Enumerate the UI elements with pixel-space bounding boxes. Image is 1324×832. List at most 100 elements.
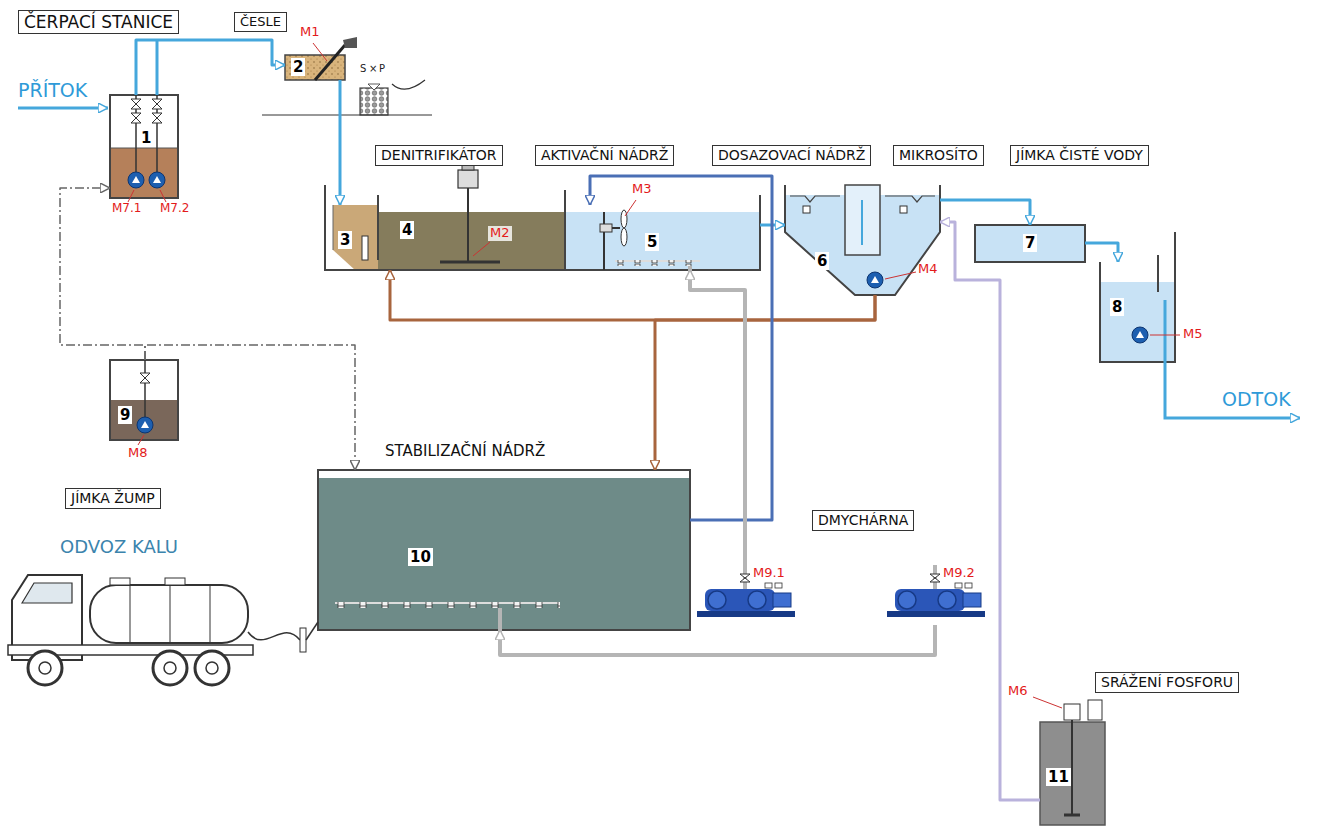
pump-symbol: [128, 172, 144, 188]
sludge-truck: [110, 578, 130, 585]
screen-rake: [343, 37, 357, 48]
ground-line: [262, 115, 432, 116]
section-heading: MIKROSÍTO: [893, 145, 984, 166]
flow-line: [690, 270, 745, 565]
leader-line: [160, 190, 166, 202]
screen-rake: [315, 45, 345, 80]
flow-label: ODVOZ KALU: [60, 537, 178, 558]
heading-text: ČESLE: [240, 14, 281, 29]
section-heading: DENITRIFIKÁTOR: [375, 145, 503, 166]
tank-number: 3: [338, 231, 352, 249]
sludge-truck: [130, 586, 131, 642]
stabilization-tank: [318, 470, 690, 630]
pump-symbol: [128, 172, 165, 188]
aerator-row: [615, 260, 700, 270]
blower-unit: M9.1: [695, 565, 800, 625]
flow-line: [136, 40, 285, 95]
flow-line: [339, 80, 342, 205]
motor-tag: M1: [300, 25, 320, 40]
tank-number: 8: [1110, 298, 1124, 316]
settling-tank: [861, 200, 863, 245]
pressure-pipe: [157, 40, 158, 95]
motor-tag: M4: [918, 262, 938, 277]
bio-reactor: [325, 185, 760, 270]
stabilization-tank: [335, 602, 560, 608]
inflow-arrow: [18, 108, 108, 109]
pump-tank: [110, 95, 178, 198]
sludge-truck: [210, 586, 211, 642]
motor-tag: M8: [128, 446, 148, 461]
symbol-letter: S: [360, 63, 366, 75]
motor-tag: M7.1: [112, 202, 141, 216]
aerator-row: [615, 260, 700, 266]
section-heading: ČESLE: [234, 12, 287, 32]
screen-channel: [285, 55, 345, 80]
ground-line: [262, 115, 432, 116]
sludge-truck: [195, 651, 229, 685]
pressure-pipe: [156, 40, 159, 95]
symbol-letter: ×: [369, 63, 377, 75]
tank: 4: [378, 205, 565, 270]
flow-label: ODTOK: [1222, 389, 1291, 411]
tank-number: 7: [1023, 234, 1037, 252]
dosing-tank: [1064, 704, 1080, 720]
heading-text: MIKROSÍTO: [899, 147, 978, 163]
microscreen: [975, 225, 1085, 262]
settling-tank: [785, 185, 940, 295]
screenings-container: [368, 84, 380, 90]
sludge-hose: [248, 632, 300, 640]
motor-tag: M5: [1183, 327, 1203, 342]
tank-number: 4: [400, 221, 414, 239]
mixer-m2: [467, 188, 469, 262]
section-heading: ČERPACÍ STANICE: [18, 10, 179, 34]
aerator-row: [688, 266, 692, 270]
heading-text: JÍMKA ČISTÉ VODY: [1016, 147, 1143, 163]
motor-tag: M3: [632, 182, 652, 197]
sludge-truck: [28, 651, 62, 685]
screen-channel: [285, 55, 345, 80]
flow-line: [500, 625, 935, 655]
dosing-tank: [1088, 700, 1102, 720]
pump-tank: [110, 95, 178, 198]
motor-tag: M9.2: [943, 565, 975, 581]
valve-symbol: [131, 113, 141, 123]
heading-text: DOSAZOVACÍ NÁDRŽ: [718, 147, 865, 163]
pump-tank: [111, 148, 177, 197]
valve-symbol: [152, 113, 162, 123]
bio-reactor: [378, 212, 565, 270]
leader-line: [885, 272, 916, 279]
pump-symbol: [137, 417, 153, 433]
septage-sump: [110, 360, 178, 440]
settling-tank: [845, 185, 880, 255]
blower-unit: M9.2: [885, 565, 990, 625]
propeller-mixer-m3: [612, 227, 620, 229]
tank: 1: [110, 95, 178, 198]
tank-name: STABILIZAČNÍ NÁDRŽ: [385, 443, 545, 460]
sludge-truck: [90, 585, 248, 643]
tank: 6: [785, 185, 940, 295]
flow-label: PŘÍTOK: [18, 80, 87, 102]
bio-reactor: [564, 190, 566, 270]
tank-number: 9: [118, 406, 132, 424]
screenings-container: [360, 80, 425, 115]
leader-line: [128, 43, 1180, 708]
screenings-container: [392, 80, 425, 89]
pump-tank: [111, 148, 177, 149]
mixer-m2: [440, 261, 500, 264]
leader-line: [1150, 335, 1180, 336]
section-heading: SRÁŽENÍ FOSFORU: [1095, 672, 1239, 693]
sludge-truck: [22, 583, 72, 603]
blower-symbol: [697, 565, 985, 617]
settling-tank: [885, 196, 935, 202]
section-heading: AKTIVAČNÍ NÁDRŽ: [535, 145, 674, 166]
tank: 8: [1100, 262, 1175, 362]
inflow-arrow: [18, 107, 108, 110]
clean-water-sump: [1157, 255, 1159, 292]
section-heading: JÍMKA ČISTÉ VODY: [1010, 145, 1149, 166]
leader-line: [625, 200, 636, 216]
tank: 2: [285, 55, 345, 80]
propeller-mixer-m3: [603, 212, 605, 270]
dosing-tank: [1064, 814, 1080, 817]
stabilization-tank: [319, 478, 689, 629]
tank-number: 5: [645, 233, 659, 251]
